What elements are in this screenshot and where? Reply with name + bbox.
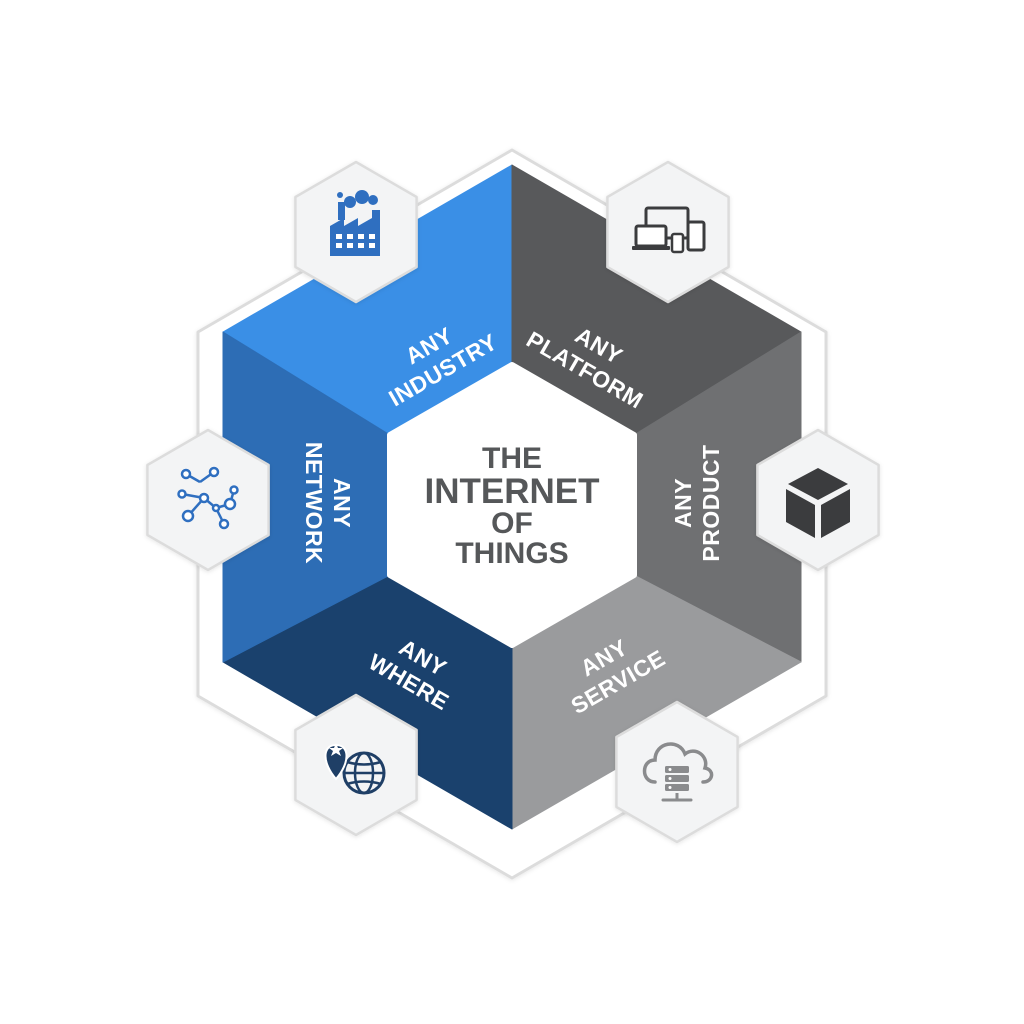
icon-tile-where [294,693,418,837]
center-title-line-1: THE [482,442,542,475]
segment-label-network-line-1: ANY [329,478,355,528]
center-title-line-4: THINGS [455,537,568,570]
devices-icon [632,206,706,254]
icon-tile-product [756,428,880,572]
icon-tile-service [615,700,739,844]
icon-tile-industry [294,160,418,304]
segment-label-product-line-2: PRODUCT [698,444,724,561]
center-title-line-2: INTERNET [425,472,600,511]
icon-tile-network [146,428,270,572]
center-title: THE INTERNET OF THINGS [425,442,600,570]
icon-tile-platform [606,160,730,304]
center-title-line-3: OF [491,507,533,540]
icon-tiles [146,160,880,844]
segment-label-product-line-1: ANY [670,478,696,528]
cube-icon [786,468,850,538]
network-nodes-icon [177,466,239,530]
location-globe-icon [324,743,386,795]
segment-label-network-line-2: NETWORK [301,442,327,564]
cloud-server-icon [642,742,714,802]
icon-tile-platform-frame [606,160,730,304]
factory-icon [330,190,380,256]
center-hexagon [387,362,637,648]
